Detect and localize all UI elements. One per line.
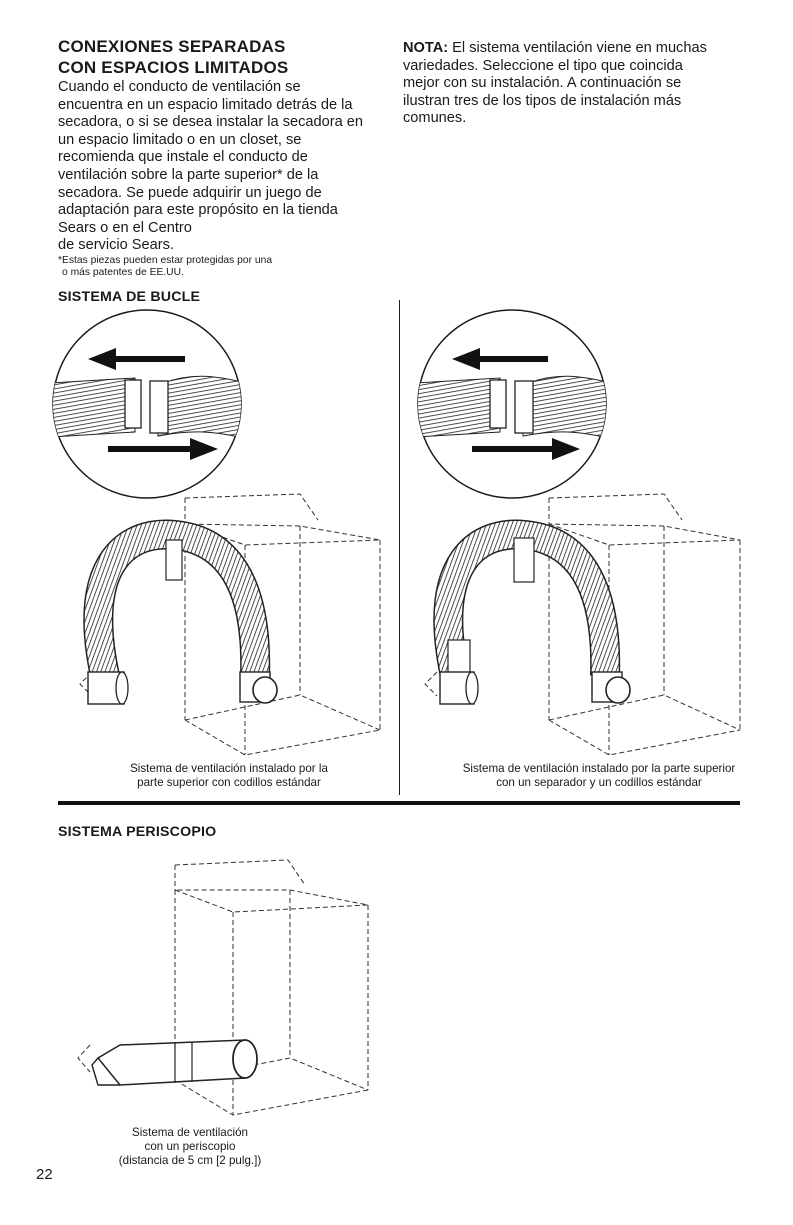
arrow-left-icon (452, 348, 548, 370)
periscope-section-title: SISTEMA PERISCOPIO (58, 824, 217, 840)
section-heading: CONEXIONES SEPARADAS CON ESPACIOS LIMITA… (58, 37, 289, 77)
note-paragraph: NOTA: El sistema ventilación viene en mu… (403, 40, 707, 127)
periscope-illustration (77, 859, 369, 1116)
arrow-right-icon (472, 438, 580, 460)
loop-caption-left: Sistema de ventilación instalado por la … (130, 762, 328, 789)
arrow-left-icon (88, 348, 185, 370)
loop-system-illustration (52, 309, 381, 756)
periscope-caption: Sistema de ventilación con un periscopio… (118, 1126, 262, 1167)
loop-caption-right: Sistema de ventilación instalado por la … (462, 762, 736, 789)
column-divider (399, 300, 400, 795)
loop-spacer-illustration (417, 309, 741, 756)
intro-paragraph: Cuando el conducto de ventilación se enc… (58, 79, 364, 254)
patent-footnote: *Estas piezas pueden estar protegidas po… (58, 255, 273, 278)
arrow-right-icon (108, 438, 218, 460)
loop-section-title: SISTEMA DE BUCLE (58, 289, 201, 305)
note-label: NOTA: (403, 40, 449, 56)
page-number: 22 (36, 1166, 53, 1183)
section-divider (58, 801, 740, 805)
